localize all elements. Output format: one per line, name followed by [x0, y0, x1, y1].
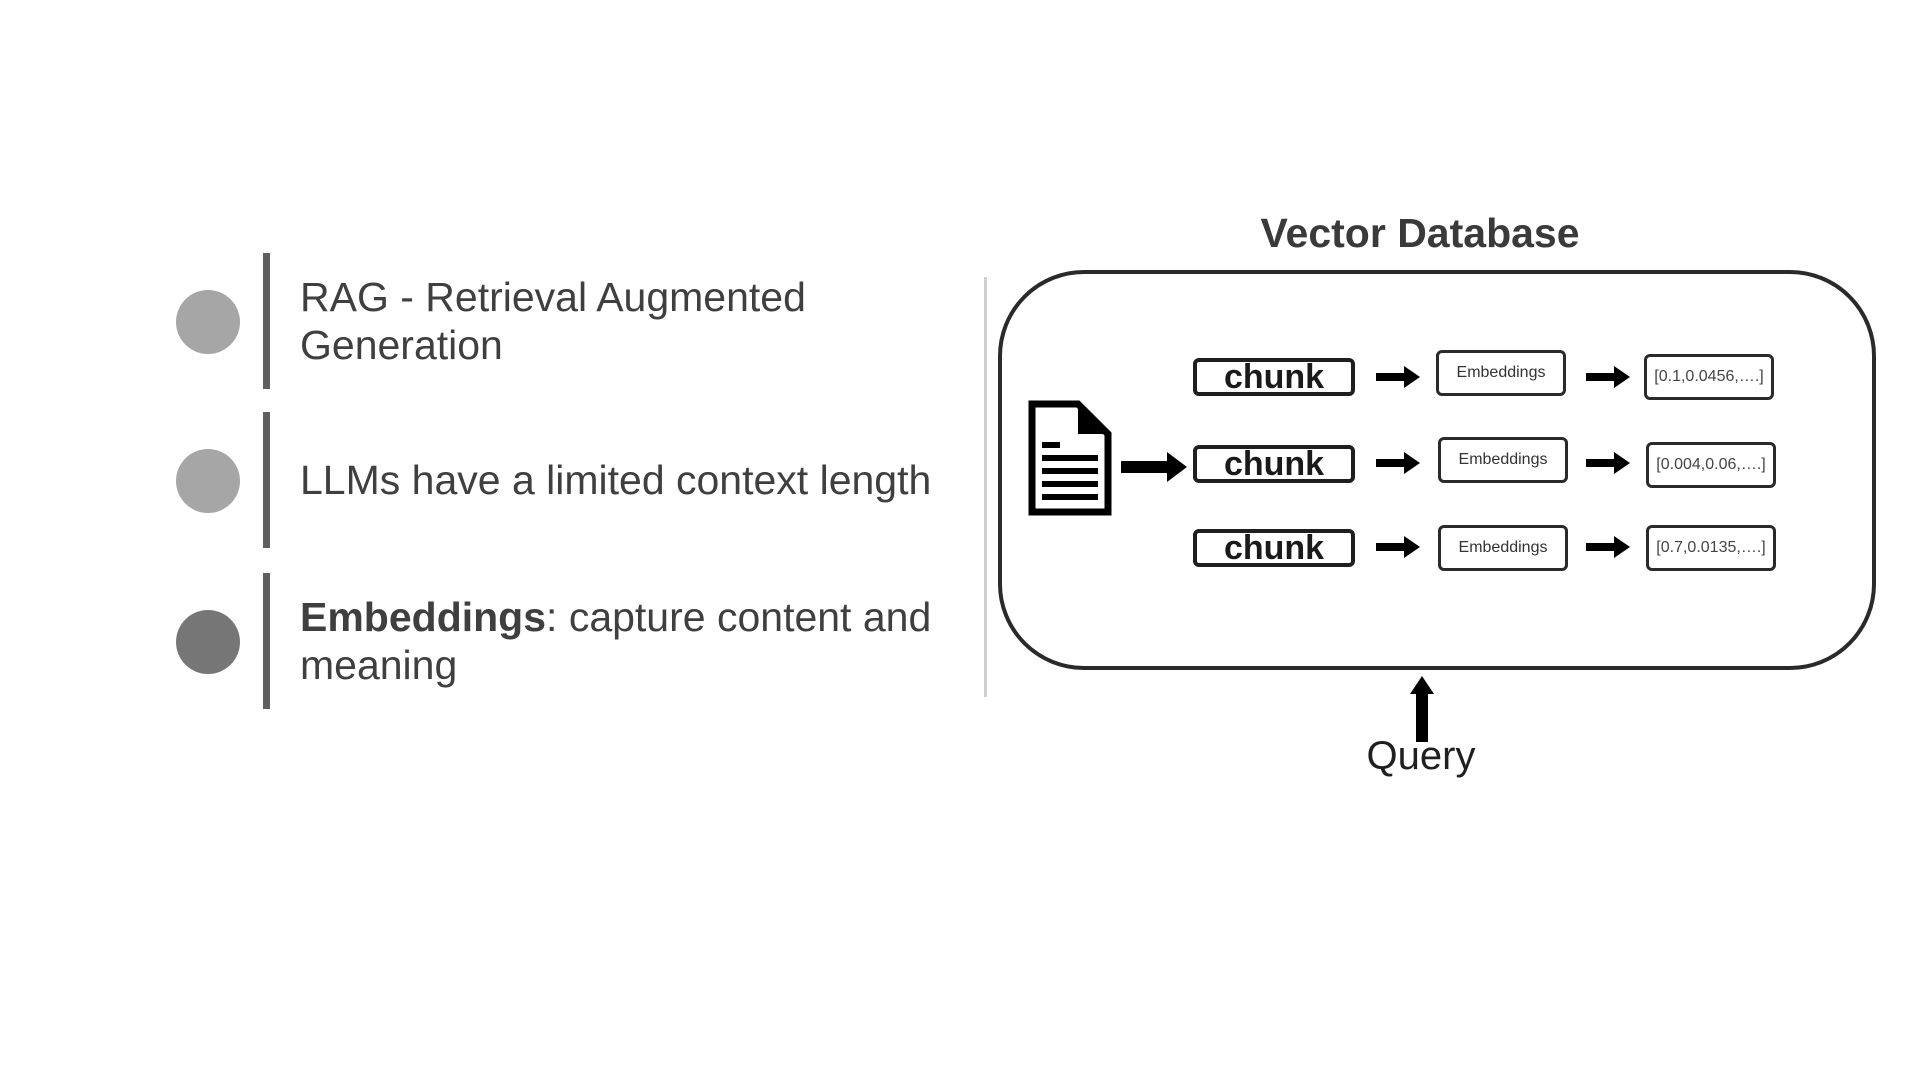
right-arrow-icon [1376, 366, 1420, 388]
embeddings-box: Embeddings [1436, 350, 1566, 396]
vector-database-container [998, 270, 1876, 670]
right-arrow-icon [1586, 452, 1630, 474]
embeddings-box: Embeddings [1438, 525, 1568, 571]
vector-database-title: Vector Database [1260, 210, 1580, 256]
bullet-label: Embeddings: capture content and meaning [300, 593, 950, 689]
bullet-divider [263, 412, 270, 548]
bullet-dot [176, 290, 240, 354]
bullet-divider [263, 573, 270, 709]
query-label: Query [1366, 734, 1476, 778]
vector-box: [0.7,0.0135,….] [1646, 525, 1776, 571]
bullet-label: RAG - Retrieval Augmented Generation [300, 274, 806, 368]
right-arrow-icon [1376, 536, 1420, 558]
bullet-text: Embeddings: capture content and meaning [300, 573, 950, 709]
right-arrow-icon [1586, 536, 1630, 558]
document-icon [1028, 400, 1112, 516]
right-arrow-icon [1376, 452, 1420, 474]
bullet-rest: : capture content and meaning [300, 594, 932, 688]
bullet-label: LLMs have a limited context length [300, 457, 932, 503]
bullet-text: RAG - Retrieval Augmented Generation [300, 253, 950, 389]
vector-box: [0.1,0.0456,….] [1644, 354, 1774, 400]
bullet-bold-term: Embeddings [300, 594, 547, 640]
bullet-text: LLMs have a limited context length [300, 412, 950, 548]
bullet-item-embeddings: Embeddings: capture content and meaning [176, 573, 936, 709]
bullet-item-rag: RAG - Retrieval Augmented Generation [176, 253, 936, 389]
bullet-item-context-length: LLMs have a limited context length [176, 412, 936, 548]
vector-box: [0.004,0.06,….] [1646, 442, 1776, 488]
embeddings-box: Embeddings [1438, 437, 1568, 483]
bullet-dot [176, 449, 240, 513]
bullet-divider [263, 253, 270, 389]
right-arrow-icon [1121, 452, 1187, 482]
chunk-box: chunk [1193, 358, 1355, 396]
chunk-box: chunk [1193, 445, 1355, 483]
chunk-box: chunk [1193, 529, 1355, 567]
up-arrow-icon [1410, 676, 1434, 742]
right-arrow-icon [1586, 366, 1630, 388]
vertical-separator [984, 277, 987, 697]
bullet-dot [176, 610, 240, 674]
